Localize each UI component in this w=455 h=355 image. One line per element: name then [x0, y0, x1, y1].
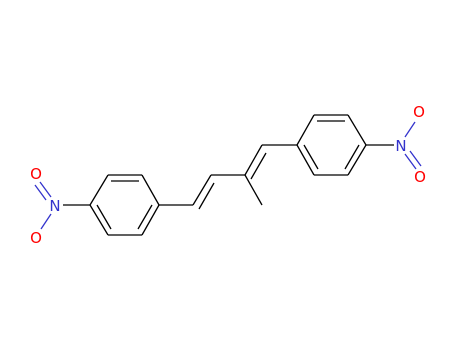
left-oxygen-top-label: O	[30, 165, 42, 183]
left-nitro-group: N O O	[30, 165, 90, 247]
chain-double-bond	[192, 174, 212, 206]
right-ring-bond	[347, 144, 367, 176]
left-ring-double-bond	[96, 204, 112, 230]
right-nitro-group: N O O	[366, 103, 426, 186]
n-o-double-bond	[404, 153, 417, 170]
right-ring-double-bond	[344, 144, 360, 170]
right-benzene-ring	[296, 114, 367, 176]
right-oxygen-bottom-label: O	[414, 168, 426, 186]
left-ring-double-bond	[137, 204, 153, 230]
chain-double-bond-inner	[250, 152, 267, 180]
chain-double-bond-inner	[198, 182, 215, 210]
left-benzene-ring	[89, 174, 160, 236]
right-nitrogen-label: N	[395, 137, 406, 155]
n-o-double-bond	[39, 181, 52, 198]
left-oxygen-bottom-label: O	[30, 229, 42, 247]
left-ring-bond	[89, 204, 109, 236]
right-ring-bond	[296, 114, 315, 146]
right-oxygen-top-label: O	[413, 103, 425, 121]
chain-double-bond	[244, 144, 263, 176]
right-ring-bond	[296, 144, 315, 176]
left-ring-bond	[89, 174, 109, 206]
left-ring-bond	[141, 204, 160, 236]
left-ring-bond	[141, 174, 160, 206]
n-o-double-bond	[409, 150, 422, 167]
left-nitrogen-label: N	[49, 197, 60, 215]
methyl-bond	[244, 174, 263, 206]
diene-chain	[159, 144, 297, 210]
n-o-single-bond	[404, 121, 416, 138]
n-o-double-bond	[34, 184, 47, 201]
right-ring-bond	[347, 114, 367, 146]
right-ring-double-bond	[303, 144, 319, 170]
n-o-single-bond	[40, 213, 52, 230]
